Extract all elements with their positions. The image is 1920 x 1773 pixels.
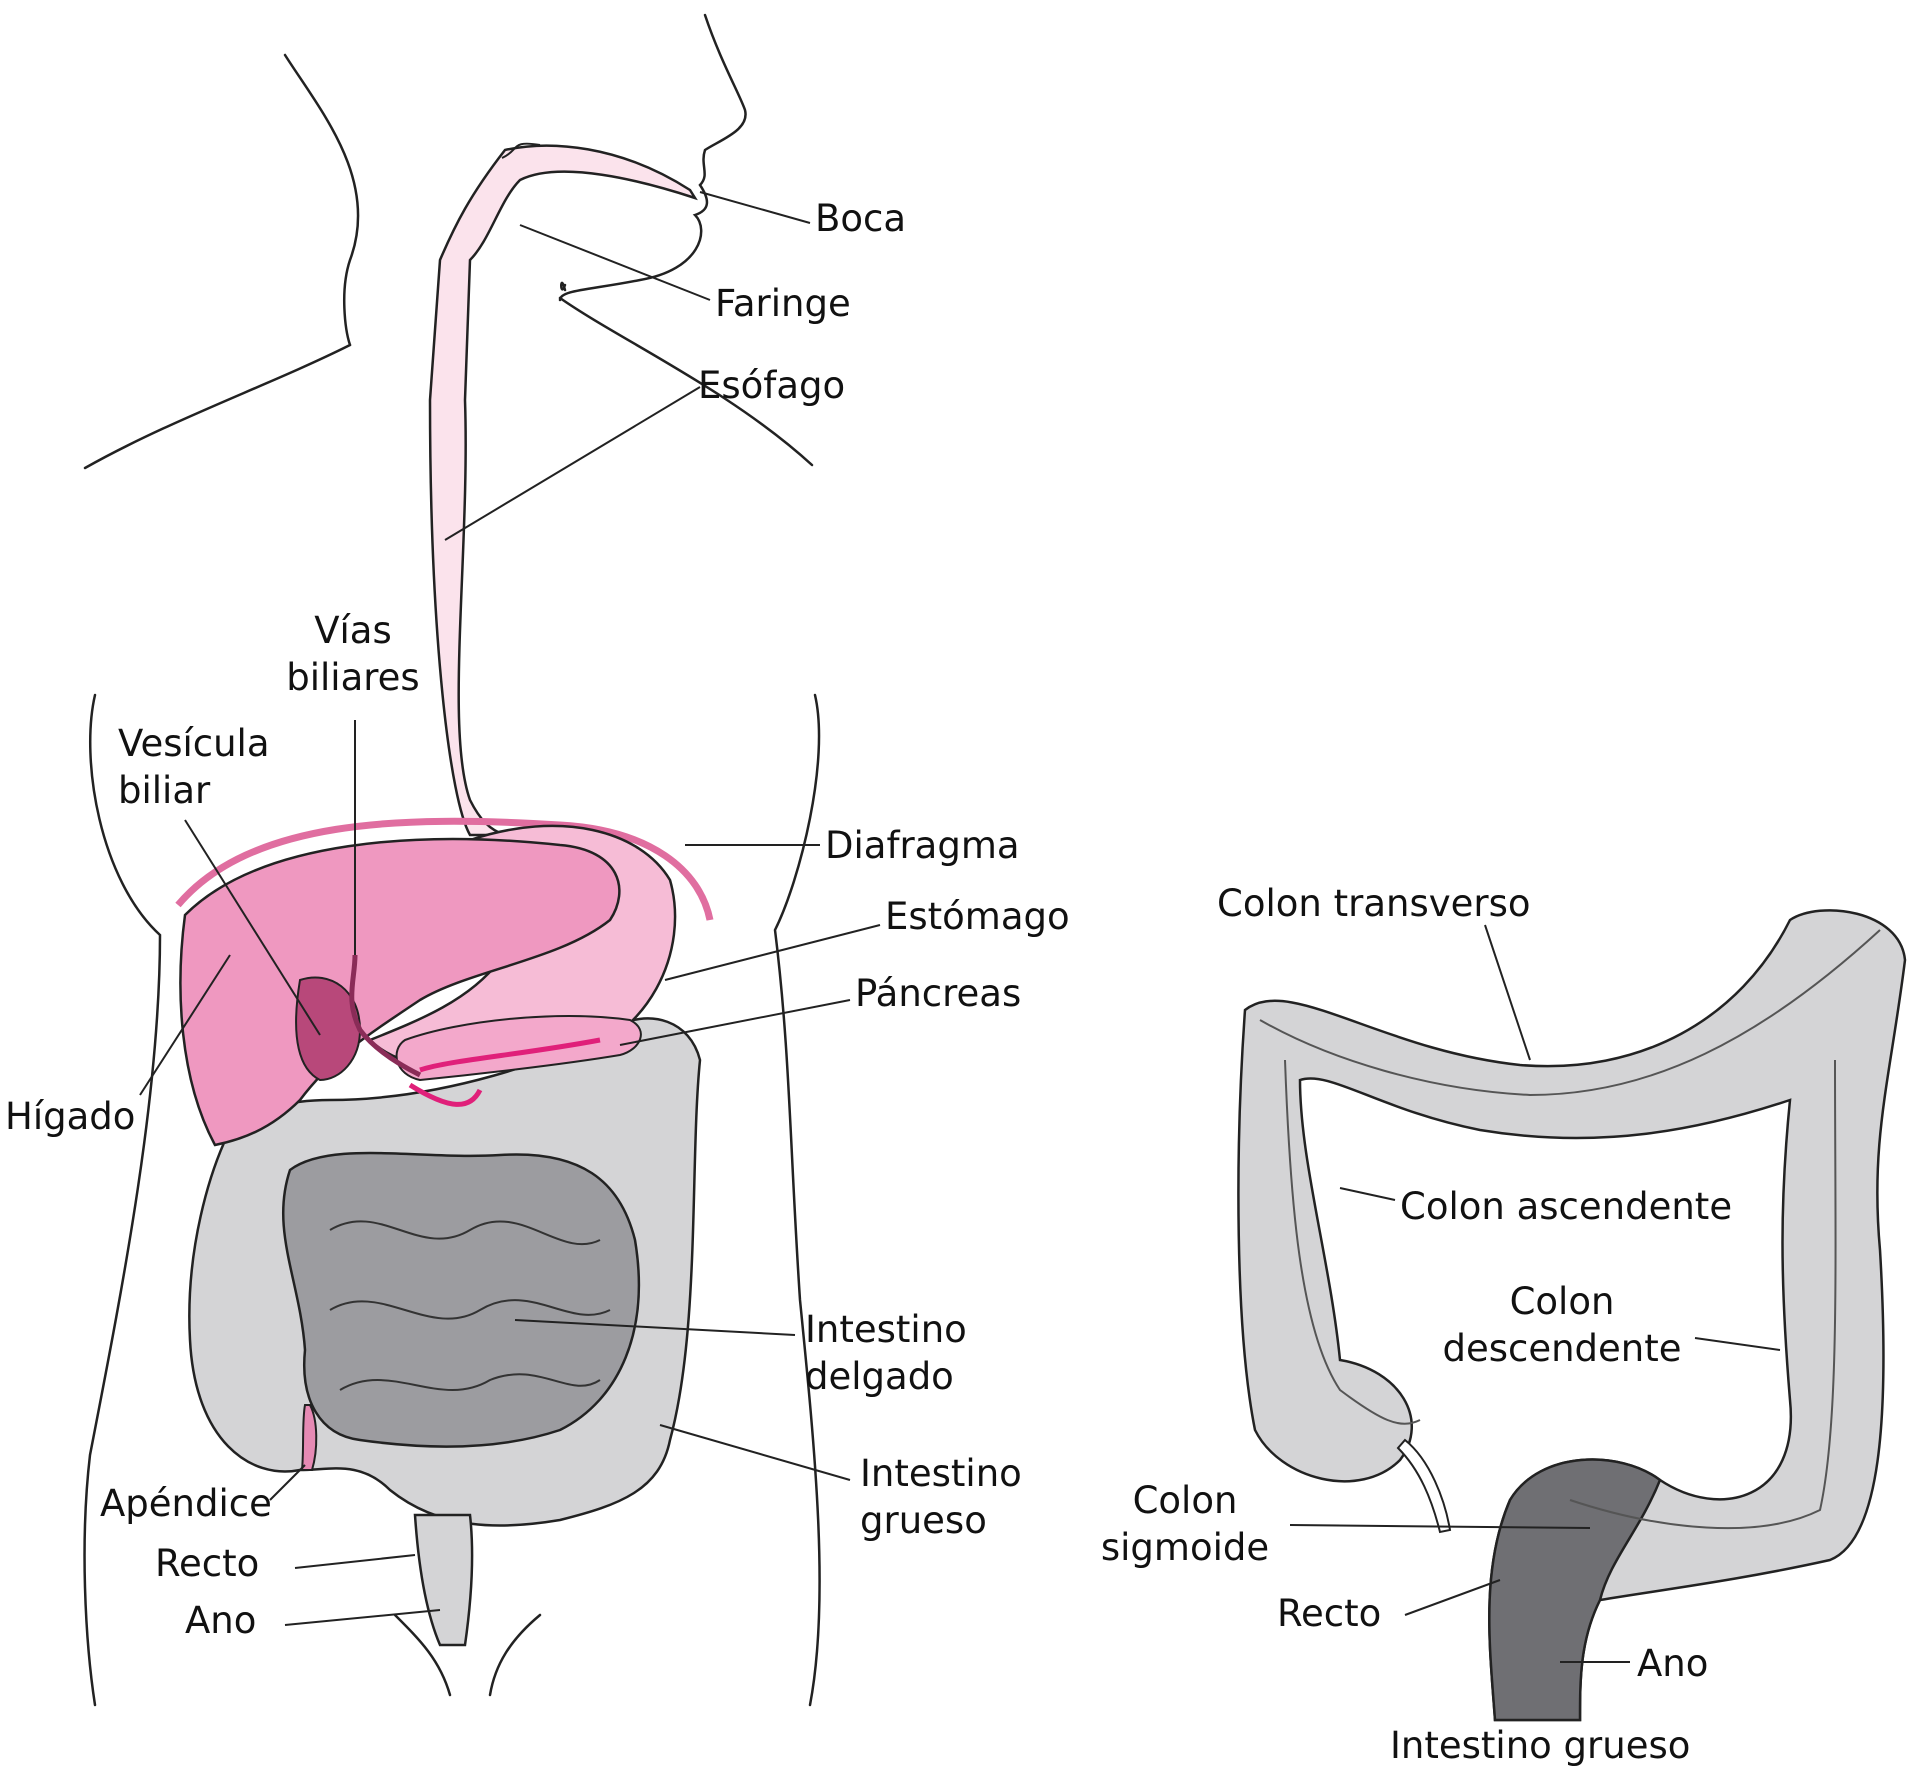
pelvis-line	[393, 1613, 542, 1697]
bile-ducts	[349, 954, 422, 1078]
label-intestino-grueso: Intestino grueso	[860, 1452, 1022, 1542]
label-recto: Recto	[155, 1542, 260, 1585]
label-diafragma: Diafragma	[825, 824, 1020, 867]
label-faringe: Faringe	[715, 282, 851, 325]
label-colon-descendente: Colon descendente	[1442, 1280, 1682, 1370]
rectum-shape	[413, 1513, 474, 1647]
colon-appendix-shape	[1396, 1438, 1452, 1534]
small-intestine-shape	[282, 1151, 641, 1448]
label-esofago: Esófago	[698, 364, 846, 407]
liver-shape	[179, 837, 621, 1147]
caption-intestino-grueso: Intestino grueso	[1390, 1724, 1691, 1767]
label-colon-ano: Ano	[1637, 1642, 1709, 1685]
label-ano: Ano	[185, 1599, 257, 1642]
label-colon-transverso: Colon transverso	[1217, 882, 1531, 925]
left-waist-line	[83, 693, 162, 1707]
gallbladder-shape	[295, 976, 362, 1082]
label-pancreas: Páncreas	[855, 972, 1022, 1015]
esophagus-shape	[428, 144, 698, 837]
colon-leader-lines	[1289, 924, 1781, 1663]
label-colon-recto: Recto	[1277, 1592, 1382, 1635]
label-vias-biliares: Vías biliares	[286, 609, 420, 699]
label-colon-ascendente: Colon ascendente	[1400, 1185, 1733, 1228]
label-higado: Hígado	[5, 1095, 136, 1138]
pancreatic-duct	[408, 1037, 601, 1107]
left-shoulder-line	[83, 343, 352, 470]
diaphragm-shape	[175, 817, 714, 921]
right-waist-line	[773, 693, 821, 1707]
pharynx-shape	[501, 142, 541, 159]
label-vesicula-biliar: Vesícula biliar	[118, 722, 270, 812]
appendix-shape	[300, 1404, 318, 1471]
left-neck-line	[283, 53, 360, 347]
label-colon-sigmoide: Colon sigmoide	[1100, 1479, 1270, 1569]
right-shoulder-line	[558, 296, 814, 467]
label-boca: Boca	[815, 197, 907, 240]
body-outline	[83, 13, 821, 1707]
small-intestine-folds	[329, 1220, 611, 1391]
sigmoid-rectum-shape	[1488, 1458, 1662, 1722]
colon-bands	[1259, 929, 1881, 1530]
neck-front	[560, 281, 567, 292]
face-profile	[558, 13, 747, 302]
label-estomago: Estómago	[885, 895, 1070, 938]
label-apendice: Apéndice	[100, 1482, 272, 1525]
label-intestino-delgado: Intestino delgado	[805, 1308, 967, 1398]
leader-lines	[139, 191, 881, 1626]
